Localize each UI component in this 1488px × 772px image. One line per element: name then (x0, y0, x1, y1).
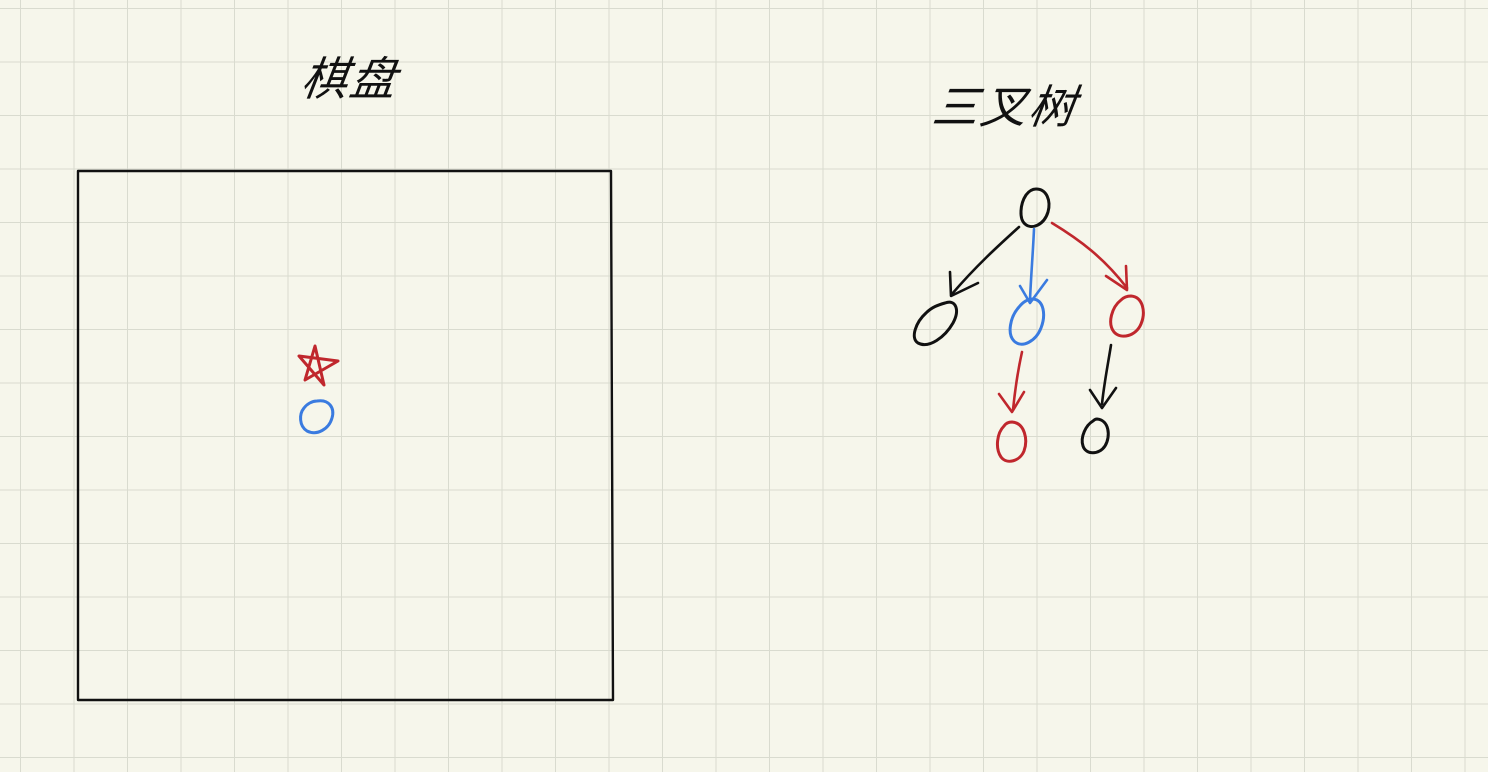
tree-root-node (1019, 187, 1051, 228)
tree-edge-middle-down (1011, 350, 1024, 412)
circle-piece (299, 399, 335, 435)
tree-edge-right (1050, 221, 1129, 290)
tree-arrowhead-right-down (1088, 386, 1118, 410)
tree-arrowhead-middle-down (997, 390, 1026, 414)
tree-edge-middle (1028, 227, 1036, 302)
star-piece (297, 344, 340, 387)
tree-edge-left (950, 225, 1021, 296)
tree-right-child-node (1109, 294, 1145, 338)
ternary-tree (912, 187, 1145, 463)
tree-edge-right-down (1100, 343, 1113, 406)
tree-arrowhead-middle (1018, 278, 1049, 305)
tree-arrowhead-left (948, 270, 980, 298)
board-border (76, 169, 615, 702)
tree-arrowhead-right (1104, 264, 1129, 292)
board (76, 169, 615, 702)
tree-right-grandchild-node (1080, 417, 1110, 455)
tree-middle-grandchild-node (995, 420, 1028, 463)
tree-middle-child-node (1008, 297, 1046, 346)
tree-left-child-node (912, 300, 958, 346)
